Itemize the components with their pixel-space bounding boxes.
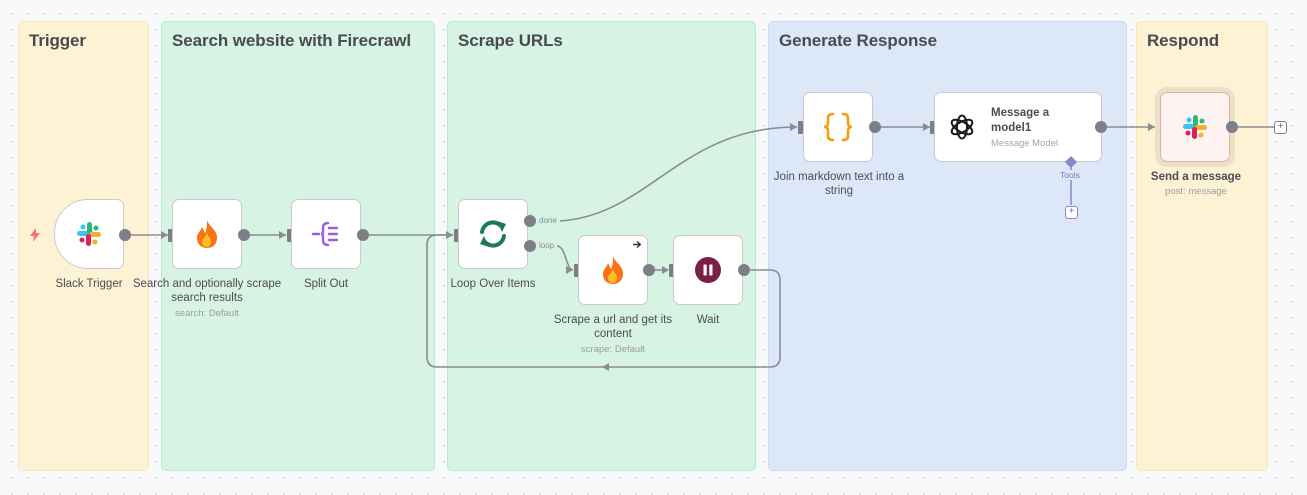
node-label: Join markdown text into a string (773, 171, 905, 197)
node-label: Split Out (303, 278, 349, 290)
output-handle[interactable] (738, 264, 750, 276)
input-handle[interactable] (287, 229, 292, 242)
add-tool-button[interactable]: + (1065, 206, 1078, 219)
input-handle[interactable] (574, 264, 579, 277)
node-subtitle: post: message (1165, 186, 1227, 197)
frame-title: Respond (1147, 31, 1220, 50)
frame-title: Generate Response (779, 31, 937, 50)
node-scrape-url[interactable] (578, 235, 648, 305)
node-label: Search and optionally scrape search resu… (132, 278, 282, 304)
firecrawl-icon (603, 256, 624, 284)
output-handle[interactable] (869, 121, 881, 133)
port-label-loop: loop (539, 241, 555, 250)
node-split-out[interactable] (291, 199, 361, 269)
frame-title: Scrape URLs (458, 31, 563, 50)
node-subtitle: scrape: Default (581, 344, 645, 355)
node-label: Send a message (1150, 171, 1242, 183)
output-handle[interactable] (238, 229, 250, 241)
input-handle[interactable] (669, 264, 674, 277)
output-handle[interactable] (643, 264, 655, 276)
node-title: Message a model1 (991, 106, 1050, 134)
node-join-markdown[interactable] (803, 92, 873, 162)
tools-label: Tools (1060, 170, 1080, 180)
slack-icon (1183, 115, 1207, 139)
node-subtitle: Message Model (991, 137, 1059, 149)
firecrawl-icon (197, 220, 218, 248)
openai-icon (950, 114, 974, 140)
node-message-model[interactable]: Message a model1 Message Model (934, 92, 1102, 162)
frame-respond: Respond (1136, 21, 1268, 471)
node-label: Slack Trigger (55, 278, 123, 290)
node-label: Scrape a url and get its content (553, 314, 673, 340)
output-handle-done[interactable] (524, 215, 536, 227)
frame-title: Search website with Firecrawl (172, 31, 411, 50)
loop-icon (480, 220, 506, 248)
code-braces-icon (823, 112, 853, 142)
input-handle[interactable] (930, 121, 935, 134)
node-slack-trigger[interactable] (54, 199, 124, 269)
port-label-done: done (539, 216, 557, 225)
tools-connector-diamond[interactable] (1065, 156, 1077, 168)
node-text: Message a model1 Message Model (991, 106, 1071, 149)
input-handle[interactable] (1156, 121, 1161, 134)
input-handle[interactable] (454, 229, 459, 242)
split-out-icon (311, 221, 339, 247)
input-handle[interactable] (168, 229, 173, 242)
output-handle[interactable] (357, 229, 369, 241)
output-handle[interactable] (1095, 121, 1107, 133)
output-handle-loop[interactable] (524, 240, 536, 252)
node-wait[interactable] (673, 235, 743, 305)
trigger-bolt-icon (30, 228, 40, 242)
add-node-button[interactable]: + (1274, 121, 1287, 134)
node-search-firecrawl[interactable] (172, 199, 242, 269)
output-handle[interactable] (119, 229, 131, 241)
frame-generate-response: Generate Response (768, 21, 1127, 471)
slack-icon (77, 222, 101, 246)
node-label: Loop Over Items (450, 278, 536, 290)
node-label: Wait (696, 314, 720, 326)
output-handle[interactable] (1226, 121, 1238, 133)
pause-icon (695, 257, 721, 283)
node-send-message[interactable] (1160, 92, 1230, 162)
node-loop-over-items[interactable] (458, 199, 528, 269)
arrow-right-icon (633, 240, 642, 249)
node-subtitle: search: Default (175, 308, 239, 319)
frame-title: Trigger (29, 31, 86, 50)
input-handle[interactable] (798, 121, 803, 134)
